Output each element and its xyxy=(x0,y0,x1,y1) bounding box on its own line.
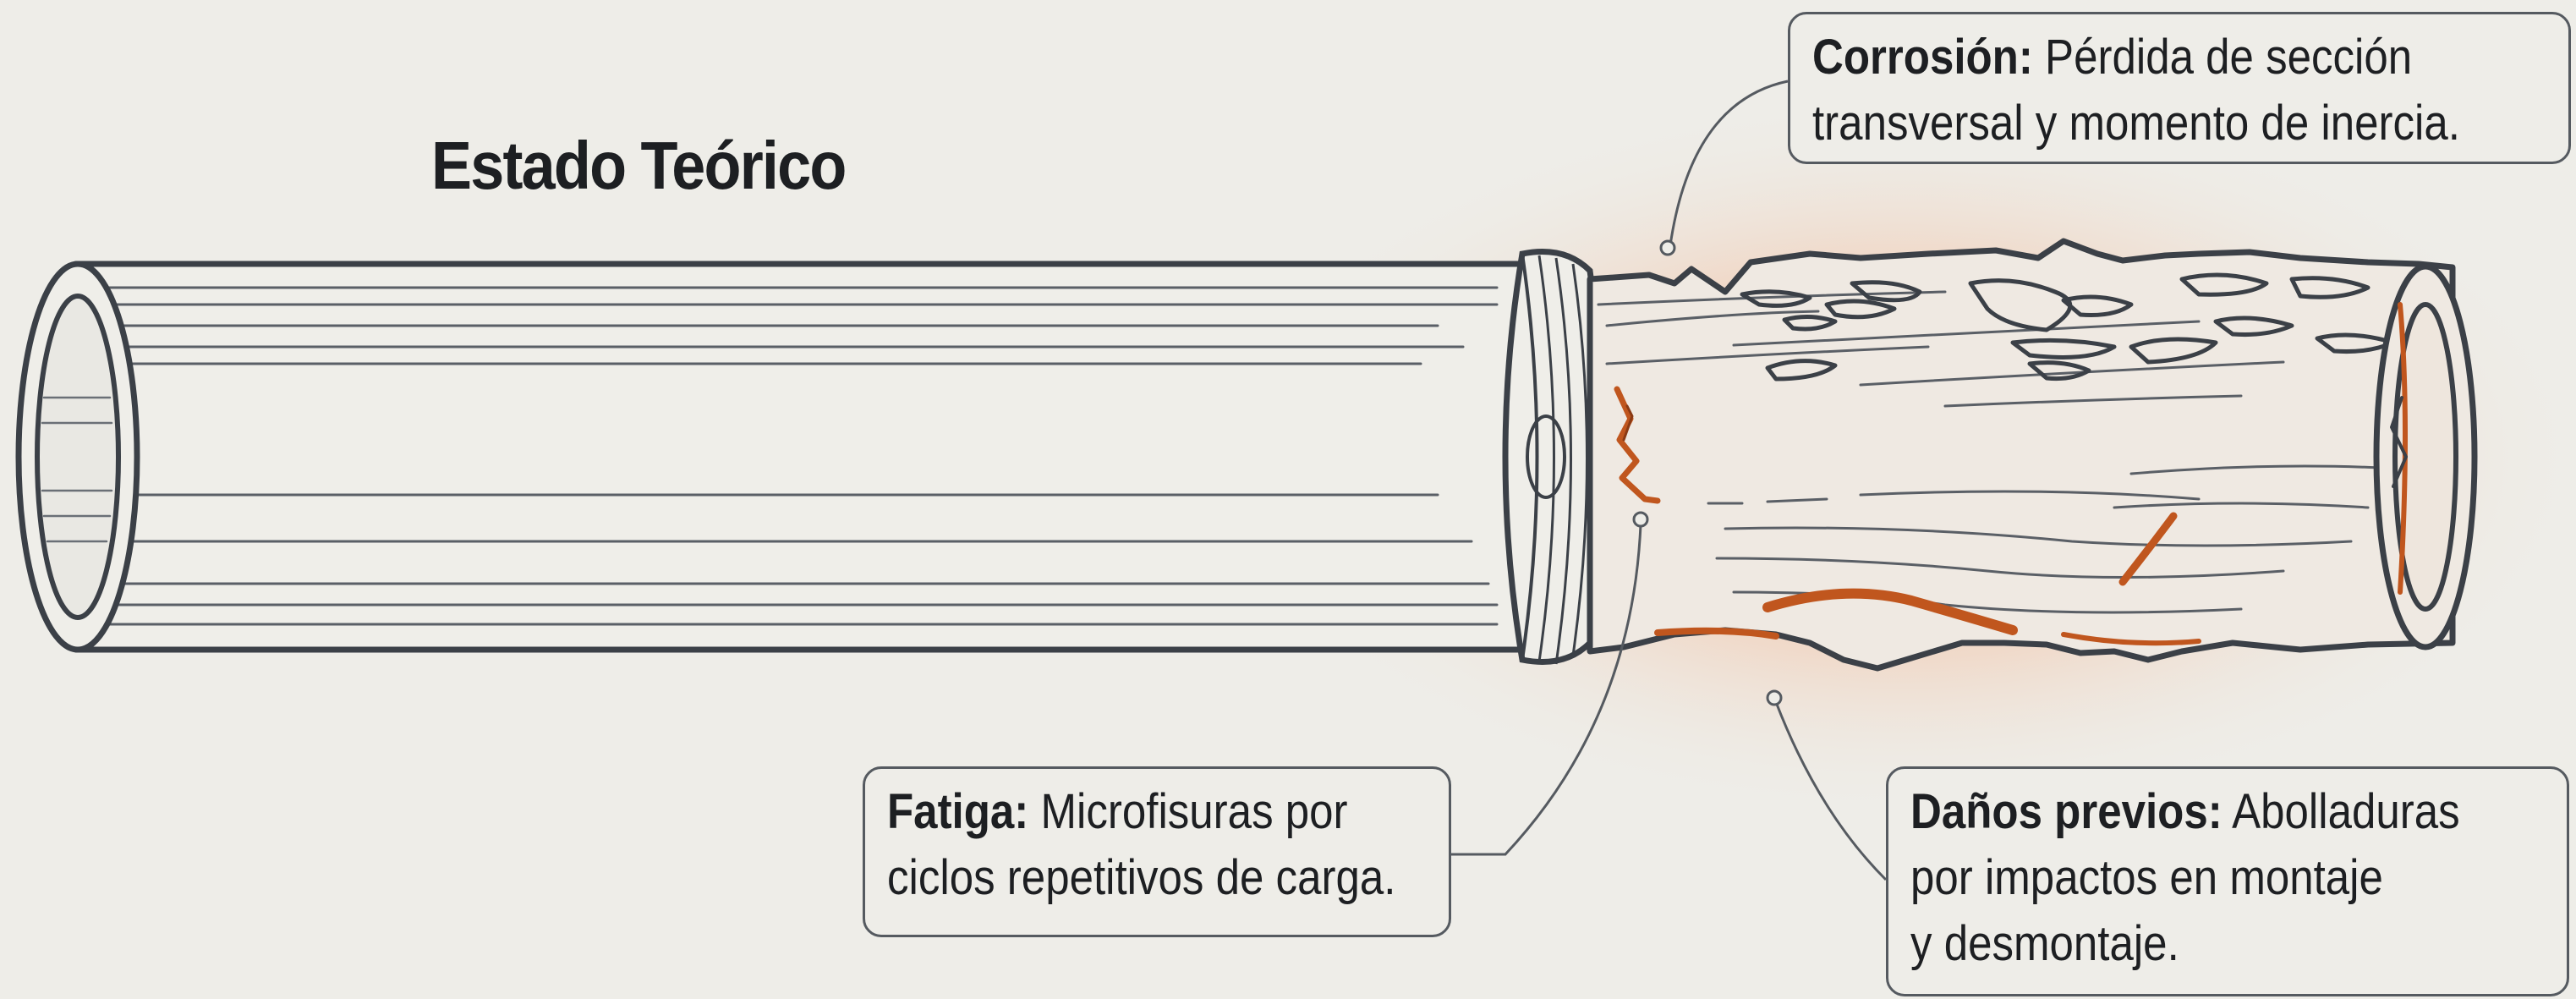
coupling-ring xyxy=(1502,249,1606,665)
leader-damage xyxy=(1774,701,1888,881)
callout-damage-text2: por impactos en montaje xyxy=(1910,850,2383,905)
callout-damage: Daños previos: Abolladuras por impactos … xyxy=(1886,766,2569,996)
callout-corrosion: Corrosión: Pérdida de sección transversa… xyxy=(1788,12,2571,164)
callout-corrosion-term: Corrosión: xyxy=(1812,30,2033,85)
leader-corrosion xyxy=(1669,80,1789,246)
callout-damage-term: Daños previos: xyxy=(1910,784,2222,839)
damaged-pipe-texture xyxy=(1597,290,2412,614)
title-estado-teorico: Estado Teórico xyxy=(431,128,847,203)
callout-corrosion-line1: Corrosión: Pérdida de sección xyxy=(1812,25,2458,91)
intact-pipe xyxy=(15,261,1526,653)
callout-damage-text1: Abolladuras xyxy=(2232,784,2460,839)
leader-lines xyxy=(1451,80,1888,881)
leader-fatigue xyxy=(1451,524,1642,856)
corrosion-pits xyxy=(1740,272,2396,381)
callout-corrosion-text1: Pérdida de sección xyxy=(2045,30,2413,85)
callout-fatigue: Fatiga: Microfisuras por ciclos repetiti… xyxy=(863,766,1451,937)
callout-corrosion-text2: transversal y momento de inercia. xyxy=(1812,96,2460,151)
pipe-right-end-inner xyxy=(2392,302,2458,612)
callout-fatigue-text2: ciclos repetitivos de carga. xyxy=(887,850,1396,905)
dent-highlight xyxy=(1762,588,2018,635)
callout-damage-line1: Daños previos: Abolladuras xyxy=(1910,779,2469,845)
callout-fatigue-term: Fatiga: xyxy=(887,784,1029,839)
scratch-mark xyxy=(2118,512,2178,586)
callout-damage-text3: y desmontaje. xyxy=(1910,916,2179,971)
damaged-pipe xyxy=(1587,238,2478,672)
pipe-left-end-inner xyxy=(35,294,121,620)
callout-fatigue-text1: Microfisuras por xyxy=(1040,784,1348,839)
intact-pipe-texture xyxy=(100,286,1499,626)
callout-fatigue-line1: Fatiga: Microfisuras por xyxy=(887,779,1362,845)
